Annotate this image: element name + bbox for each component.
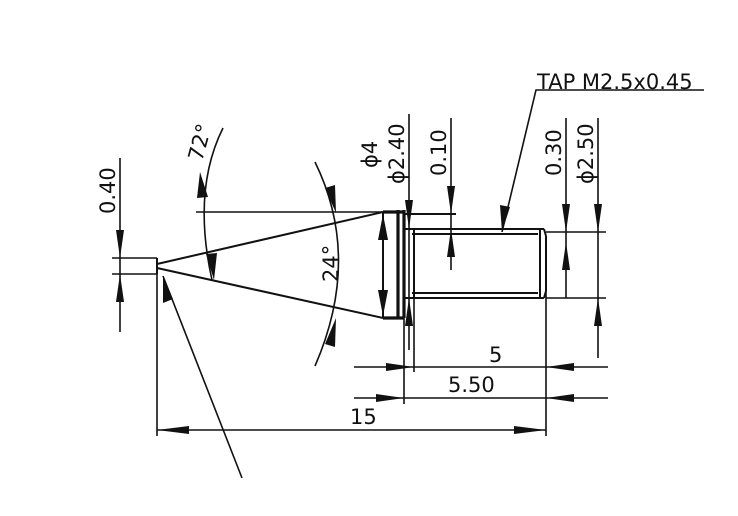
arrow-5-50-left [376,394,404,402]
arrow-0-40-top [116,230,124,258]
arrow-72-top [197,172,208,198]
extension-lines [112,211,606,436]
labels: TAP M2.5x0.45 ϕ4 ϕ2.40 0.10 0.30 ϕ2.50 0… [96,70,693,429]
dim-15-label: 15 [350,405,377,429]
arrow-phi2-40-top [405,200,413,229]
dim-phi2-40-label: ϕ2.40 [385,123,409,184]
arrow-0-30-top [562,204,570,232]
arrow-15-left [157,426,189,434]
arc-24 [314,161,340,367]
arrow-5-left [386,363,414,371]
part-outline [156,210,547,320]
cone-lower-edge [156,267,384,319]
arrow-5-right [546,363,574,371]
leader-tip [162,275,243,479]
chamfer-top [543,228,547,237]
dim-5-50-label: 5.50 [448,373,495,397]
dim-0-30-label: 0.30 [542,129,566,176]
arrow-leader-tip [163,276,173,303]
arrow-phi2-40-bottom [405,298,413,326]
dim-5-label: 5 [489,343,502,367]
callout-tap-label: TAP M2.5x0.45 [536,70,693,94]
dim-phi2-50-label: ϕ2.50 [574,123,598,184]
arrow-0-30-bottom [562,242,570,270]
arrow-phi4-top [378,214,388,240]
arrow-24-top [325,185,336,213]
arrow-72-bottom [206,253,217,280]
arrow-0-10-bottom [447,229,455,257]
arrow-0-40-bottom [116,274,124,302]
arrow-5-50-right [546,394,574,402]
arrow-0-10-top [447,186,455,214]
arrow-leader-tap [500,205,510,232]
arrow-phi4-bottom [378,290,388,316]
angle-24-label: 24° [319,245,343,282]
arrow-phi2-50-bottom [594,298,602,326]
arrow-phi2-50-top [594,204,602,232]
cone-upper-edge [156,211,384,265]
dim-0-10-label: 0.10 [427,129,451,176]
dim-0-40-label: 0.40 [96,167,120,214]
dim-phi4-label: ϕ4 [358,141,382,168]
leader-tap [501,89,704,233]
arrow-24-bottom [325,318,336,347]
arrowheads [116,172,602,434]
arrow-15-right [514,426,546,434]
